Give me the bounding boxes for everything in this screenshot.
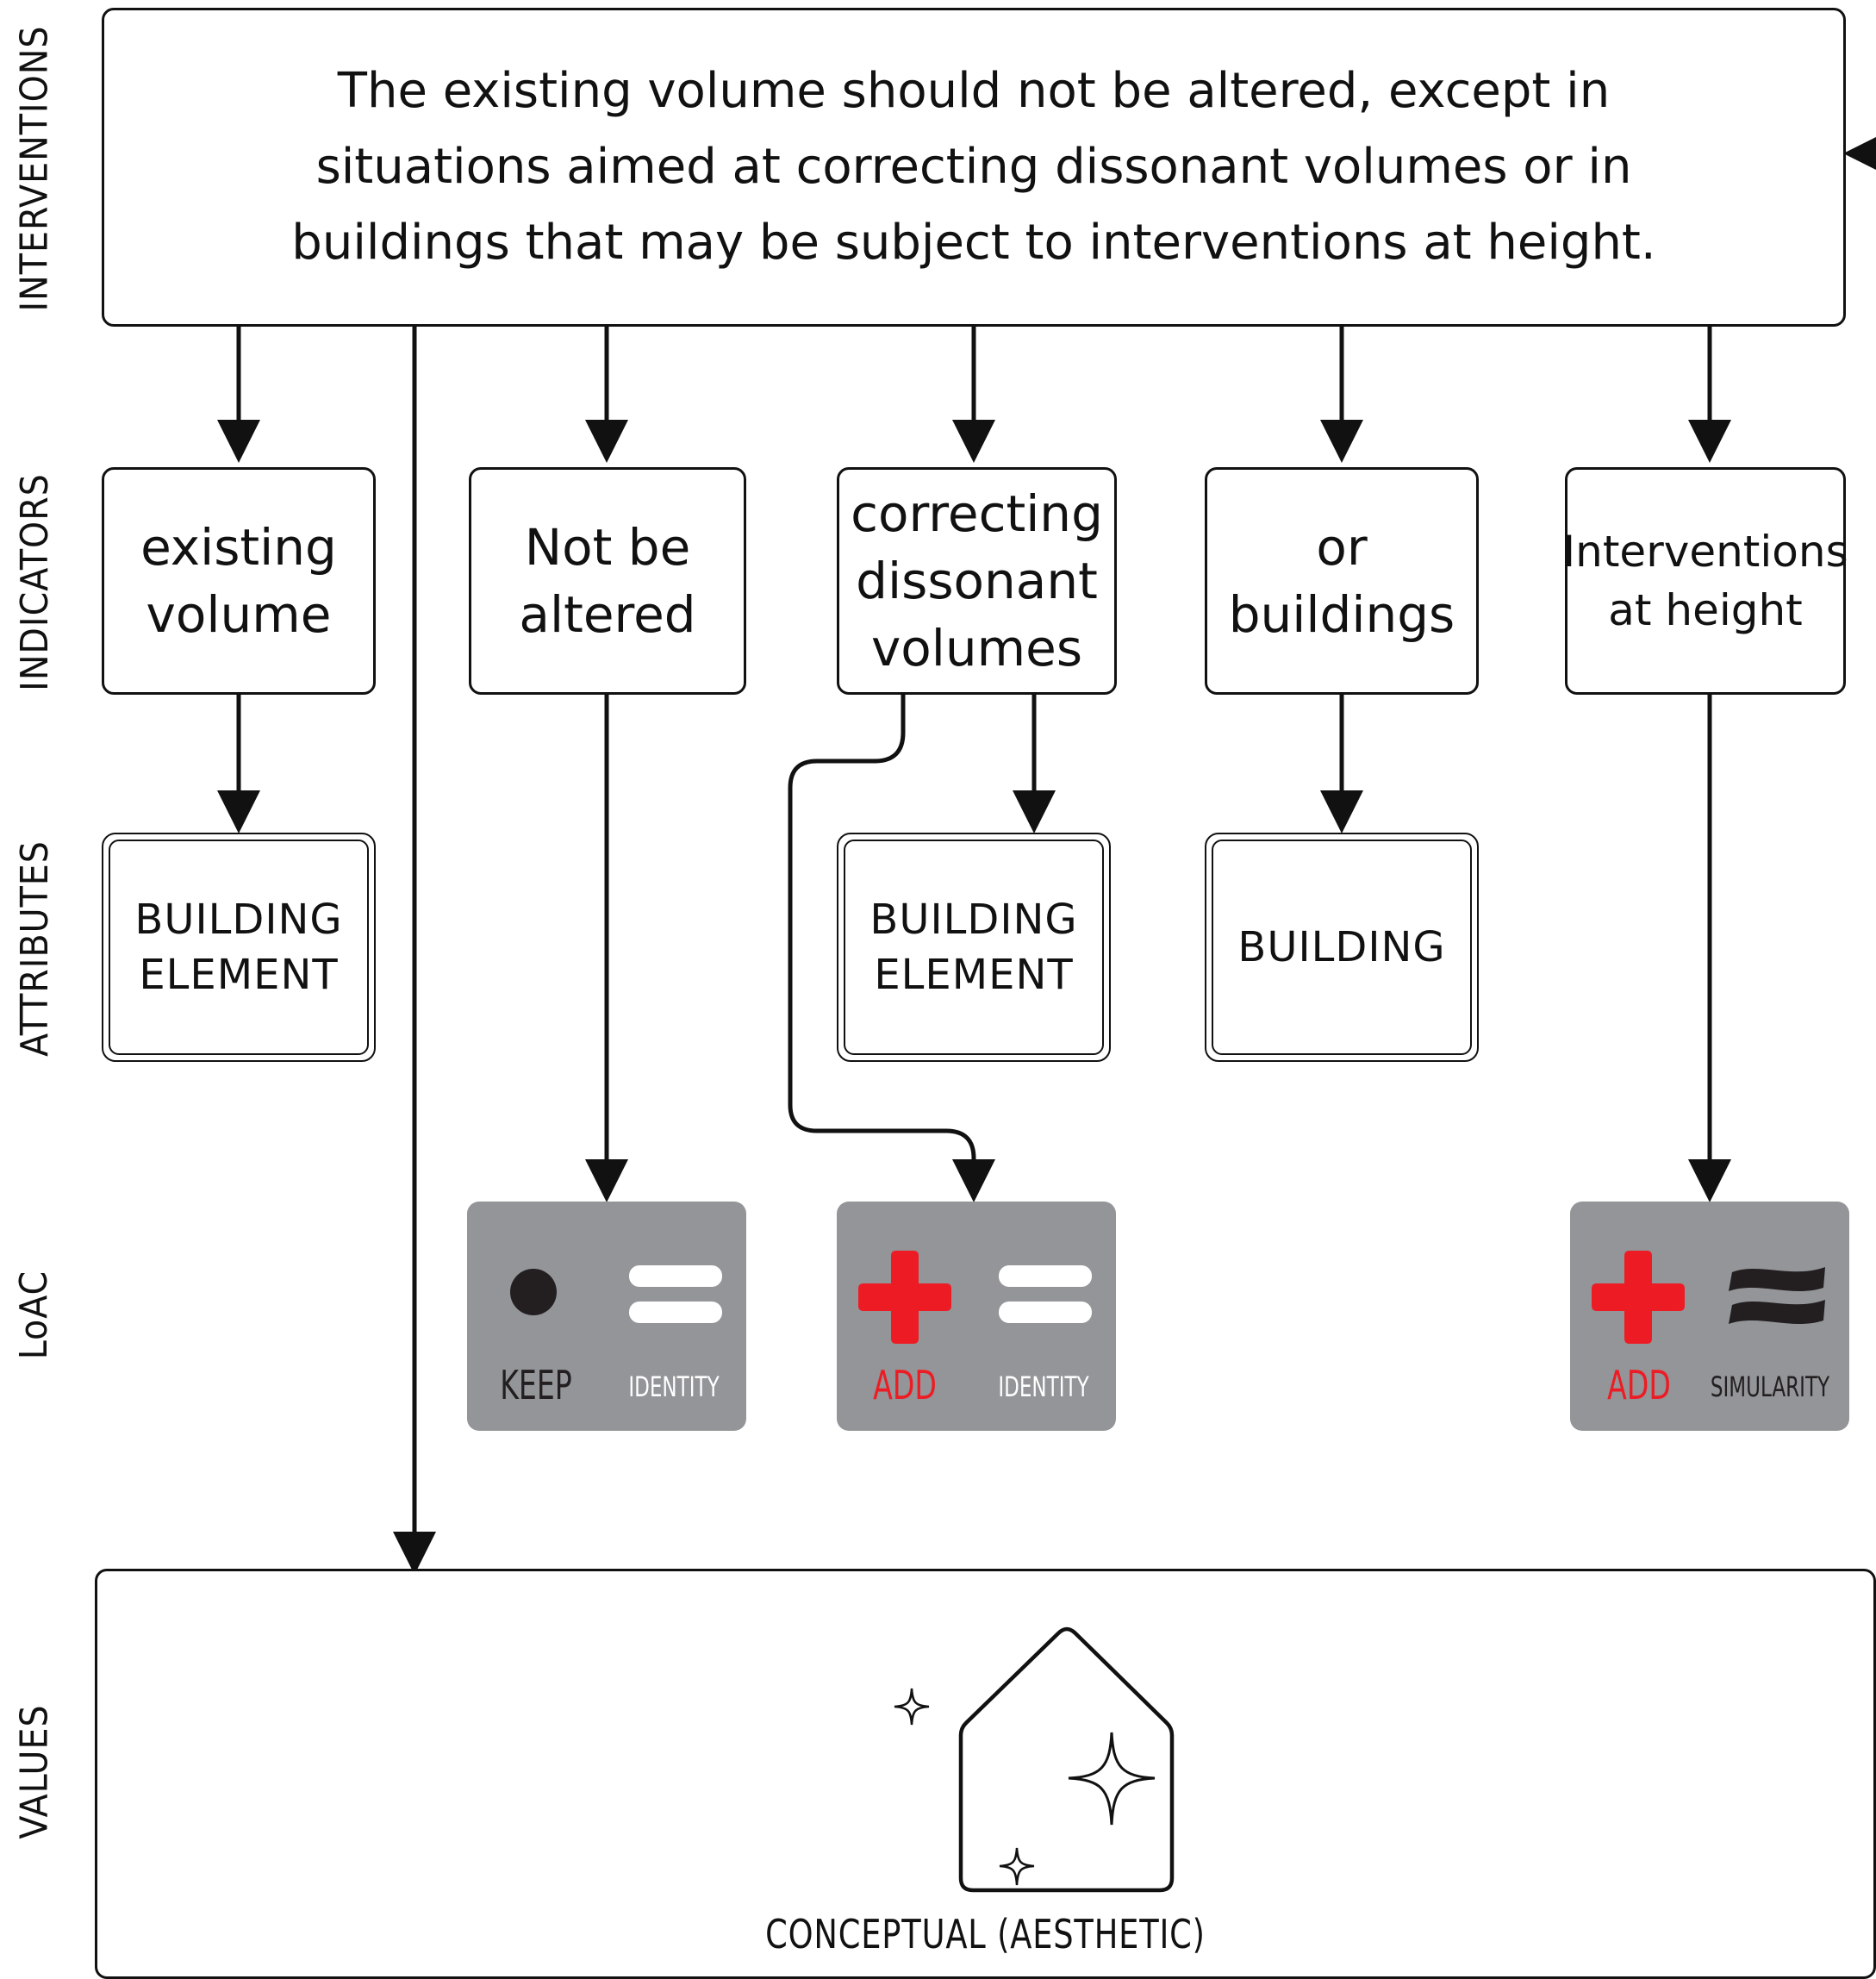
wavy-equals-icon xyxy=(1729,1267,1825,1324)
red-cross-icon xyxy=(1592,1251,1685,1344)
red-cross-icon xyxy=(858,1251,951,1344)
loac-add-identity: ADD IDENTITY xyxy=(837,1202,1116,1431)
attribute-building-element-1: BUILDING ELEMENT xyxy=(102,833,376,1062)
intervention-box: The existing volume should not be altere… xyxy=(102,8,1846,327)
side-label-values: VALUES xyxy=(12,1703,57,1839)
loac-add-simularity: ADD SIMULARITY xyxy=(1570,1202,1849,1431)
side-label-indicators: INDICATORS xyxy=(12,472,57,691)
side-label-attributes: ATTRIBUTES xyxy=(12,840,57,1057)
loac-action-label: KEEP xyxy=(500,1362,572,1408)
loac-action-label: ADD xyxy=(1607,1362,1671,1408)
indicator-not-be-altered: Not be altered xyxy=(469,467,746,695)
loac-relation-label: IDENTITY xyxy=(628,1370,720,1403)
loac-keep-identity: KEEP IDENTITY xyxy=(467,1202,746,1431)
intervention-text: The existing volume should not be altere… xyxy=(291,63,1656,271)
equals-icon xyxy=(999,1265,1092,1323)
loac-action-label: ADD xyxy=(873,1362,937,1408)
indicator-correcting-dissonant-volumes: correcting dissonant volumes xyxy=(837,467,1117,695)
values-box: CONCEPTUAL (AESTHETIC) xyxy=(95,1569,1876,1979)
indicator-interventions-at-height: Interventions at height xyxy=(1562,467,1848,695)
side-label-loac: LoAC xyxy=(12,1270,57,1359)
arrow-to-loac-add-identity xyxy=(788,692,995,1202)
dot-icon xyxy=(510,1269,557,1315)
loac-relation-label: SIMULARITY xyxy=(1710,1370,1830,1403)
loac-relation-label: IDENTITY xyxy=(998,1370,1089,1403)
house-sparkle-icon xyxy=(894,1626,1175,1893)
equals-icon xyxy=(629,1265,722,1323)
attribute-building-element-2: BUILDING ELEMENT xyxy=(837,833,1111,1062)
indicator-existing-volume: existing volume xyxy=(102,467,376,695)
attribute-building: BUILDING xyxy=(1205,833,1479,1062)
indicator-or-buildings: or buildings xyxy=(1205,467,1479,695)
values-label: CONCEPTUAL (AESTHETIC) xyxy=(765,1911,1206,1957)
side-label-interventions: INTERVENTIONS xyxy=(12,25,57,311)
